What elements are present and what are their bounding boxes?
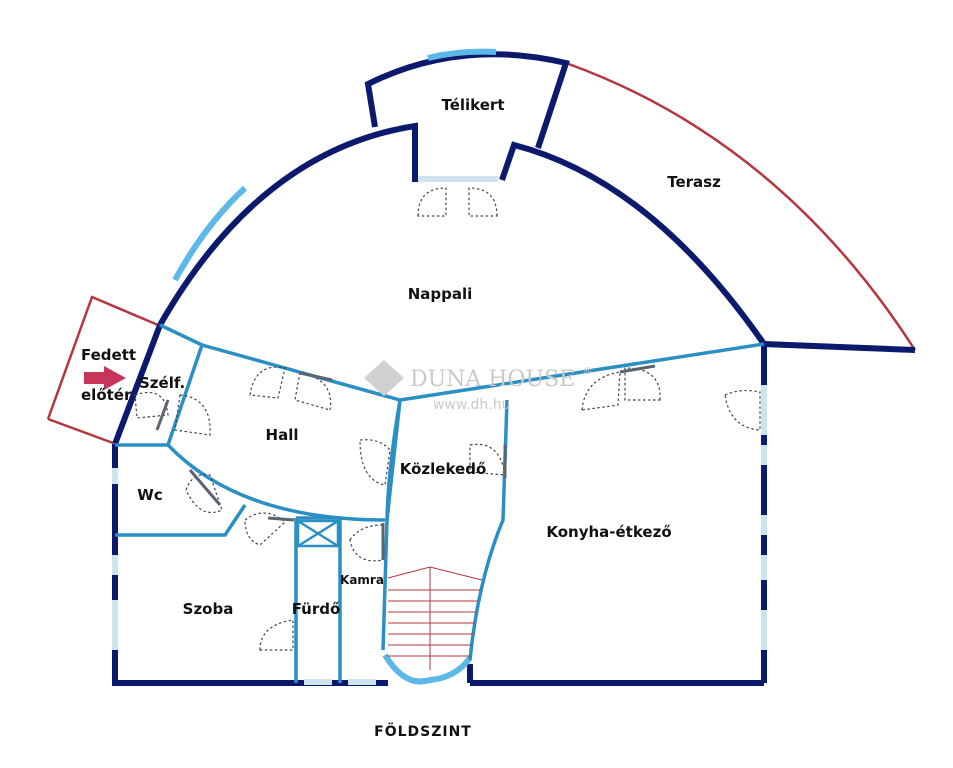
door-leaves	[155, 364, 656, 560]
window-strips	[112, 176, 767, 685]
label-kamra: Kamra	[340, 573, 384, 587]
label-furdo: Fürdő	[292, 600, 341, 618]
doors	[134, 187, 761, 651]
label-kozlekedo: Közlekedő	[400, 460, 487, 478]
watermark: DUNA HOUSE ® www.dh.hu	[364, 360, 592, 413]
stairs	[387, 566, 483, 670]
floor-caption: FÖLDSZINT	[374, 722, 472, 740]
label-hall: Hall	[266, 426, 299, 444]
house-logo-icon	[364, 360, 404, 396]
watermark-url: www.dh.hu	[433, 397, 510, 413]
windows	[172, 48, 497, 685]
label-telikert: Télikert	[441, 96, 504, 114]
label-szelfogo: Szélf.	[139, 374, 185, 392]
label-terasz: Terasz	[667, 173, 721, 191]
label-fedett: Fedett	[81, 346, 136, 364]
entrance-arrow-icon	[84, 366, 126, 390]
label-szoba: Szoba	[183, 600, 234, 618]
label-wc: Wc	[137, 486, 162, 504]
label-konyha-etkezo: Konyha-étkező	[546, 523, 671, 541]
terrace-outline	[46, 61, 917, 445]
watermark-brand: DUNA HOUSE	[410, 367, 575, 392]
interior-walls	[115, 323, 765, 683]
label-nappali: Nappali	[408, 285, 473, 303]
shaft-cross	[296, 519, 340, 548]
watermark-registered: ®	[583, 367, 592, 377]
label-eloter: előtér	[81, 386, 132, 404]
